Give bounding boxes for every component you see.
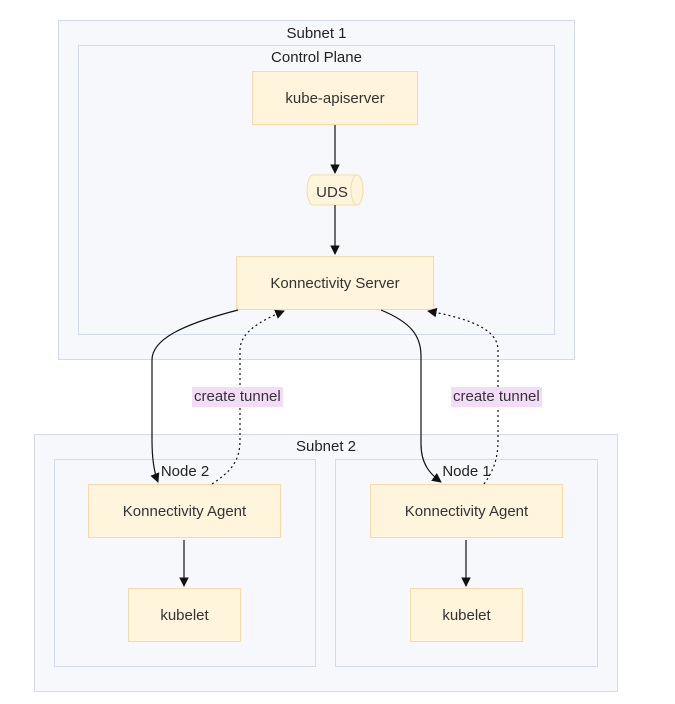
node-1-label: Node 1	[442, 463, 491, 480]
uds-node-label: UDS	[316, 183, 348, 201]
kubelet-node-2[interactable]: kubelet	[128, 588, 241, 642]
kube-apiserver-node[interactable]: kube-apiserver	[252, 71, 418, 125]
subnet-2-label: Subnet 2	[295, 438, 357, 455]
create-tunnel-label-right: create tunnel	[451, 387, 542, 407]
konnectivity-agent-node-2[interactable]: Konnectivity Agent	[88, 484, 281, 538]
konnectivity-agent-node-1[interactable]: Konnectivity Agent	[370, 484, 563, 538]
kubelet-node-1[interactable]: kubelet	[410, 588, 523, 642]
control-plane-label: Control Plane	[271, 49, 362, 66]
subnet-1-label: Subnet 1	[286, 25, 347, 42]
create-tunnel-label-left: create tunnel	[192, 387, 283, 407]
node-2-label: Node 2	[160, 463, 210, 480]
konnectivity-server-node[interactable]: Konnectivity Server	[236, 256, 434, 310]
